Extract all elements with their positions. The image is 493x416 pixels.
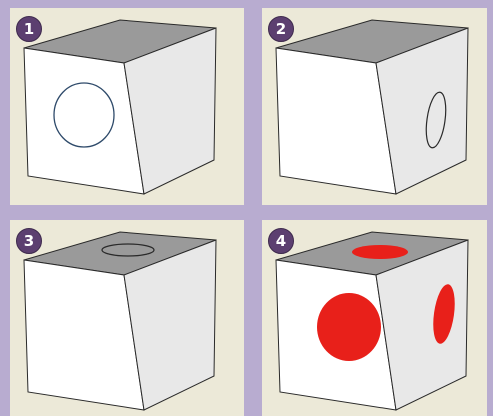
step-badge: 1 <box>16 16 42 42</box>
step-badge: 2 <box>268 16 294 42</box>
cube-red-circles-icon <box>275 231 469 411</box>
step-badge: 4 <box>268 228 294 254</box>
panel-step-1: 1 <box>10 8 244 205</box>
cube-circle-side-icon <box>275 19 469 195</box>
panel-step-3: 3 <box>10 220 244 416</box>
cube-circle-top-icon <box>23 231 217 411</box>
step-badge: 3 <box>16 228 42 254</box>
panel-step-4: 4 <box>262 220 487 416</box>
panel-step-2: 2 <box>262 8 487 205</box>
cube-circle-front-icon <box>23 19 217 195</box>
